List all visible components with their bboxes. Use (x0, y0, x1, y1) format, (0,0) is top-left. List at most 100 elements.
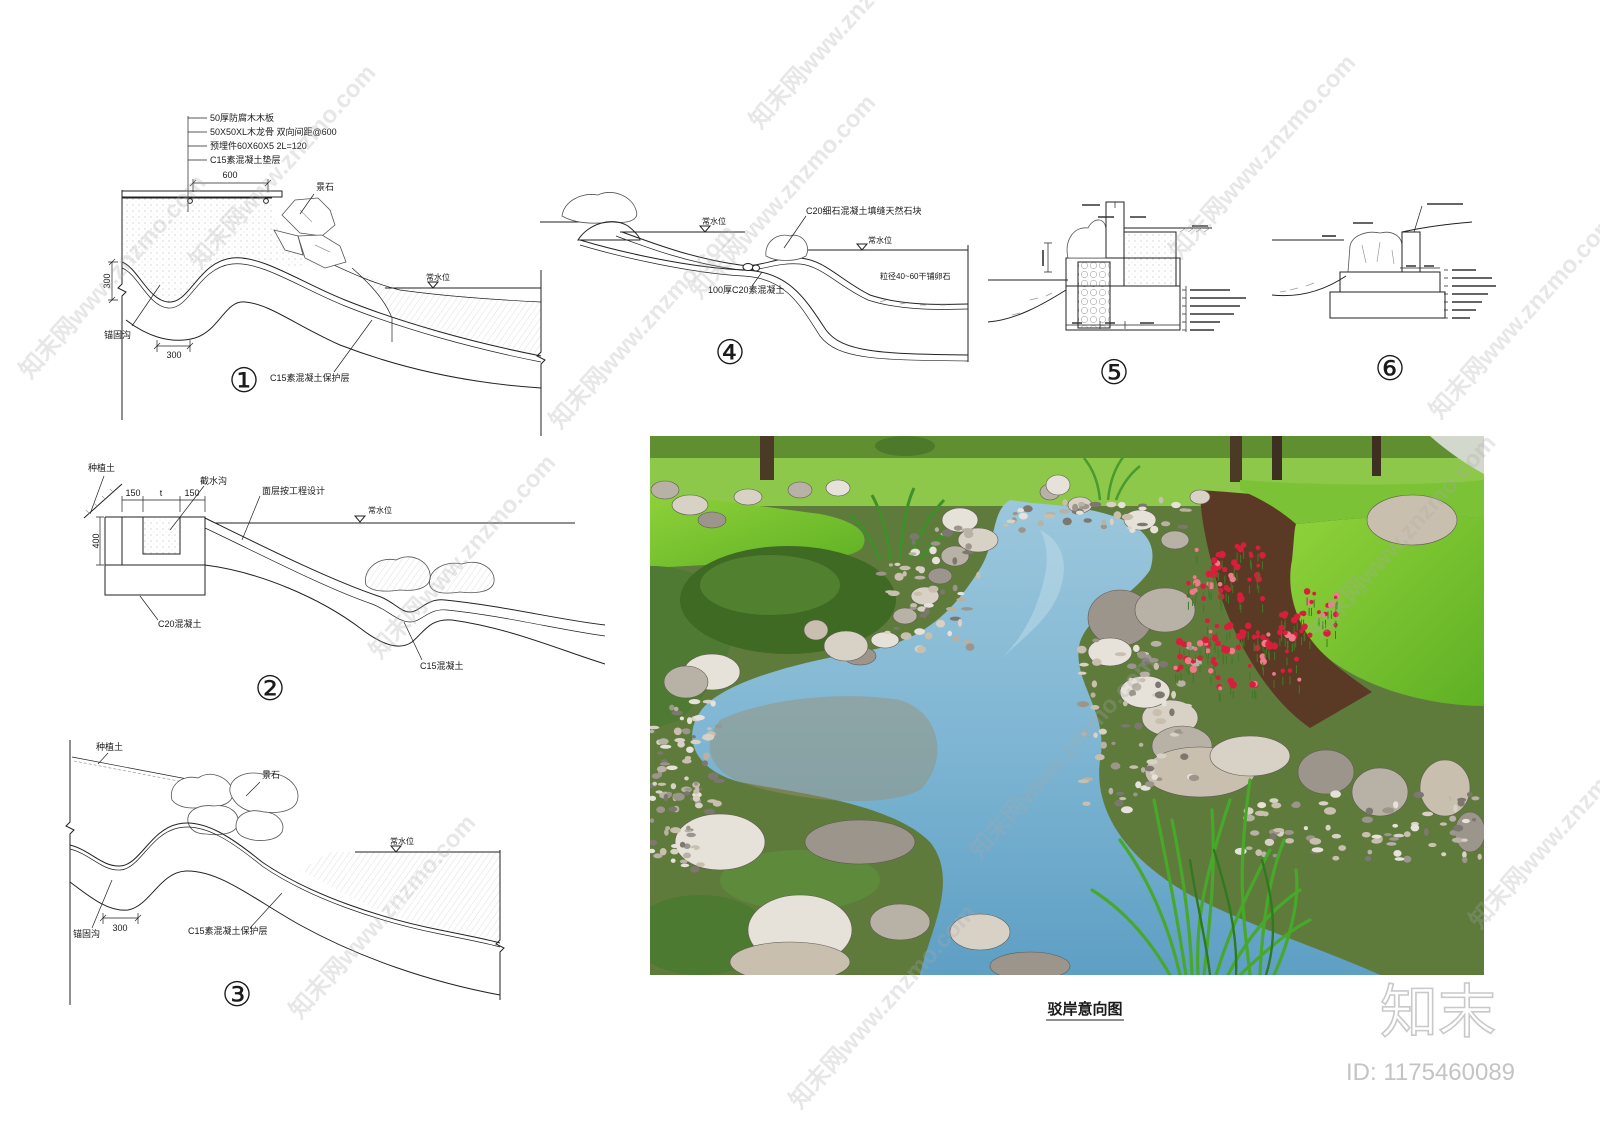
pebble (683, 852, 691, 859)
flower (1260, 596, 1266, 602)
pebble (670, 827, 681, 834)
pebble (1094, 754, 1105, 761)
pebble (1466, 792, 1473, 797)
pebble (1330, 790, 1341, 798)
protective-top-curve (69, 822, 501, 944)
pebble (1269, 833, 1277, 841)
flower (1307, 632, 1313, 638)
drawing-stroke (1106, 455, 1125, 501)
river-rock (1351, 767, 1409, 817)
flower (1215, 675, 1221, 681)
pebble-fill-marks (879, 299, 946, 306)
flower (1210, 557, 1218, 564)
section-number: ② (255, 669, 285, 709)
pebble (686, 832, 696, 838)
pebble (650, 795, 657, 801)
section-number: ⑥ (1375, 349, 1405, 389)
pebble (910, 603, 918, 608)
drawing-stroke (1272, 868, 1299, 975)
shrub-highlight (700, 555, 840, 615)
protective-bottom-curve (69, 870, 501, 996)
shallow-streambed (709, 696, 938, 802)
pebble (695, 786, 700, 794)
pebble (918, 566, 925, 574)
pebble (1037, 520, 1044, 527)
break-line (536, 270, 546, 436)
pebble (1090, 692, 1096, 698)
flower (1192, 575, 1197, 580)
pebble (704, 835, 709, 840)
pebble (659, 848, 667, 856)
flower (1278, 624, 1285, 631)
drawing-stroke (187, 805, 239, 836)
flower (1253, 644, 1261, 652)
pebble (1161, 521, 1171, 527)
pebble (674, 738, 686, 743)
pebble (1113, 511, 1122, 520)
pebble (679, 859, 688, 864)
flower (1217, 582, 1223, 587)
protective-top-curve-inner (121, 263, 542, 363)
water-level-label-right: 常水位 (868, 235, 892, 245)
pebble (684, 791, 690, 796)
red-flowers (1173, 542, 1341, 703)
flower (1323, 629, 1331, 637)
flower (1215, 640, 1221, 647)
pebble (1451, 837, 1464, 843)
drawing-stroke (1188, 858, 1212, 975)
pebble (1062, 517, 1072, 526)
water-level-marker (353, 515, 367, 523)
stream-water (692, 500, 1380, 975)
pebble (1271, 802, 1282, 809)
pebble (1129, 689, 1136, 697)
flower (1178, 664, 1184, 670)
dim-wall-right: 150 (184, 488, 199, 498)
landscape-rock (1347, 231, 1403, 273)
rock-fill-label: C20细石混凝土填缝天然石块 (806, 205, 922, 216)
pebble (1169, 708, 1175, 717)
surface-curve-inner (615, 235, 969, 310)
ground-line (1401, 221, 1473, 233)
pebble (894, 572, 904, 581)
surface-label: 面层按工程设计 (262, 485, 325, 496)
pebble (1100, 741, 1107, 749)
pebble (659, 762, 670, 766)
flower (1194, 547, 1199, 553)
left-edge-line (65, 740, 75, 1005)
pebble (1114, 652, 1127, 657)
pebble (1114, 799, 1124, 807)
pebble (666, 765, 678, 771)
flower (1256, 634, 1260, 639)
pebble (1119, 797, 1127, 801)
flower (1300, 624, 1308, 631)
flower (1218, 686, 1223, 691)
pebble (935, 619, 946, 628)
water-level-marker (389, 845, 403, 853)
pebble (1116, 791, 1125, 796)
rock-leader (299, 193, 315, 215)
pebble (1393, 801, 1399, 809)
section-1-deck-revetment: 常水位 景石 50厚防腐木木板 50X50XL木龙骨 双向间距@600 预埋件6… (102, 112, 546, 436)
pebble (913, 591, 923, 597)
top-dimension (121, 496, 206, 512)
pebble (710, 700, 716, 707)
pebble (1077, 701, 1090, 708)
pebble (1180, 753, 1189, 760)
pebble (1076, 510, 1084, 515)
pebble (1072, 503, 1079, 512)
drawing-stroke (429, 561, 495, 594)
pebble (696, 862, 705, 867)
dim-channel-width: t (160, 488, 163, 498)
pebble (931, 556, 941, 565)
river-rock (671, 494, 709, 516)
pebble (1121, 806, 1133, 814)
concrete-block (1123, 231, 1177, 287)
pebble (1262, 811, 1269, 817)
pebble (1311, 847, 1324, 853)
pebble (1422, 811, 1434, 817)
pebble (1462, 851, 1467, 859)
base-leader (751, 271, 763, 287)
pebble (1386, 842, 1397, 846)
pebble (1324, 807, 1336, 815)
pebble (1082, 801, 1091, 806)
